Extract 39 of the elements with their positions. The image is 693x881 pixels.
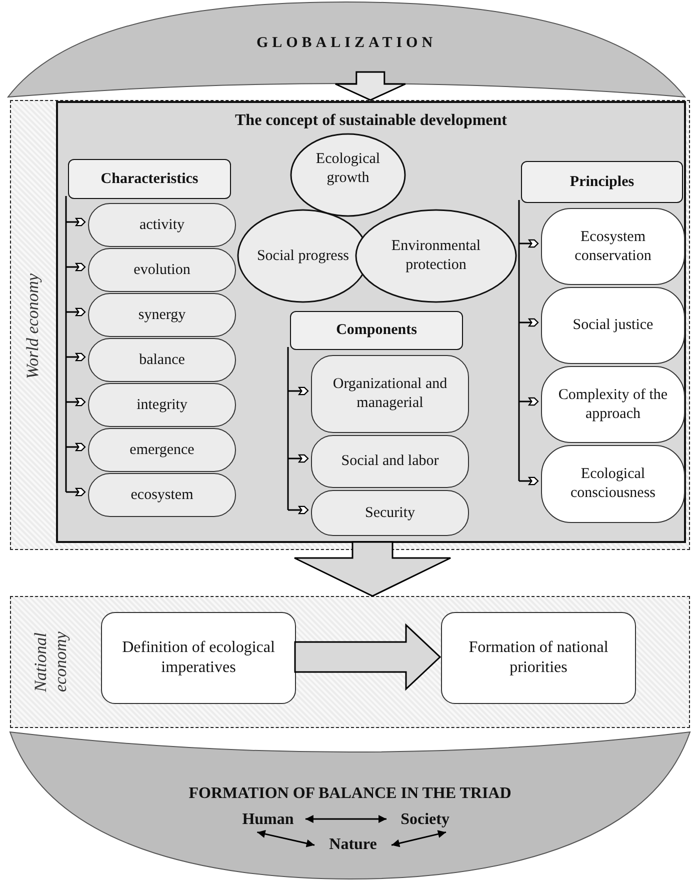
triad-term: Human <box>232 808 304 830</box>
item-card: Organizational and managerial <box>311 355 469 433</box>
header-card: Principles <box>521 161 683 203</box>
double-arrow <box>257 830 315 848</box>
item-card: activity <box>88 203 236 247</box>
double-arrow <box>391 830 446 848</box>
triad-term: Society <box>390 808 460 830</box>
triad-term: Nature <box>318 833 388 855</box>
item-card: evolution <box>88 248 236 292</box>
region-label: World economy <box>23 272 43 381</box>
item-card: Security <box>311 490 469 536</box>
dashed-region <box>10 596 690 728</box>
bracket-line <box>65 196 67 492</box>
block-arrow <box>294 623 442 691</box>
header-card: Characteristics <box>68 159 231 199</box>
double-arrow <box>305 815 386 823</box>
item-card: Social and labor <box>311 435 469 488</box>
item-card: Complexity of the approach <box>541 366 685 443</box>
item-card: ecosystem <box>88 473 236 517</box>
header-card: Components <box>290 311 463 350</box>
item-card: balance <box>88 338 236 382</box>
process-box: Definition of ecological imperatives <box>101 612 296 704</box>
block-arrow <box>294 541 452 597</box>
bracket-line <box>287 347 289 510</box>
region-label: National economy <box>31 630 71 694</box>
item-card: Social justice <box>541 287 685 364</box>
ellipse-bubble: Environmental protection <box>355 209 517 303</box>
item-card: Ecological consciousness <box>541 445 685 523</box>
item-card: synergy <box>88 293 236 337</box>
banner-title: FORMATION OF BALANCE IN THE TRIAD <box>188 784 512 804</box>
item-card: integrity <box>88 383 236 427</box>
process-box: Formation of national priorities <box>441 612 636 704</box>
bracket-line <box>518 200 520 481</box>
banner: GLOBALIZATION <box>5 0 688 100</box>
item-card: emergence <box>88 428 236 472</box>
block-arrow <box>334 71 406 101</box>
panel-title: The concept of sustainable development <box>234 111 508 131</box>
ellipse-bubble: Ecological growth <box>290 133 406 217</box>
item-card: Ecosystem conservation <box>541 208 685 285</box>
